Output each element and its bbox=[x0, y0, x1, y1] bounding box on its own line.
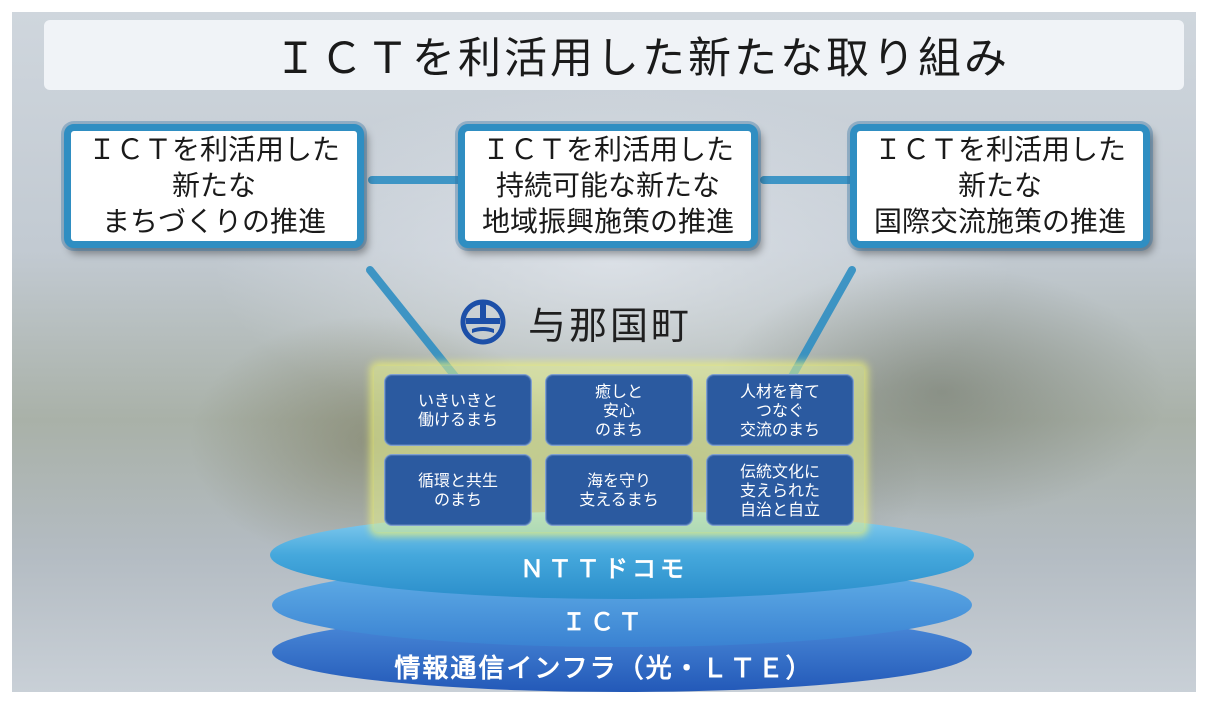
goal-text: 人材を育て つなぐ 交流のまち bbox=[739, 381, 820, 439]
strategy-line: 地域振興施策の推進 bbox=[481, 205, 734, 238]
layer-label-ntt-docomo: ＮＴＴドコモ bbox=[520, 555, 688, 583]
town-heading: 与那国町 bbox=[460, 292, 692, 352]
goal-cell: 人材を育て つなぐ 交流のまち bbox=[706, 374, 854, 446]
strategy-line: まちづくりの推進 bbox=[101, 205, 326, 238]
goal-cell: 循環と共生 のまち bbox=[384, 454, 532, 526]
goal-cell: 癒しと 安心 のまち bbox=[545, 374, 693, 446]
strategy-line: ＩＣＴを利活用した bbox=[87, 133, 340, 166]
strategy-box-international-exchange: ＩＣＴを利活用した 新たな 国際交流施策の推進 bbox=[850, 124, 1150, 248]
goal-cell: いきいきと 働けるまち bbox=[384, 374, 532, 446]
goals-grid: いきいきと 働けるまち 癒しと 安心 のまち 人材を育て つなぐ 交流のまち 循… bbox=[374, 366, 864, 532]
goal-text: 海を守り 支えるまち bbox=[579, 471, 659, 509]
goal-text: 伝統文化に 支えられた 自治と自立 bbox=[739, 461, 820, 519]
goal-text: 循環と共生 のまち bbox=[417, 471, 498, 509]
goal-text: 癒しと 安心 のまち bbox=[594, 381, 643, 439]
title-bar: ＩＣＴを利活用した新たな取り組み bbox=[44, 20, 1184, 90]
goal-text: いきいきと 働けるまち bbox=[417, 391, 498, 429]
layer-label-infrastructure: 情報通信インフラ（光・ＬＴＥ） bbox=[394, 654, 814, 684]
strategy-box-town-development: ＩＣＴを利活用した 新たな まちづくりの推進 bbox=[64, 124, 364, 248]
strategy-line: 新たな bbox=[957, 169, 1042, 202]
strategy-line: 新たな bbox=[171, 169, 256, 202]
strategy-line: 持続可能な新たな bbox=[495, 169, 720, 202]
strategy-line: 国際交流施策の推進 bbox=[873, 205, 1126, 238]
yonaguni-town-emblem-icon bbox=[460, 299, 506, 345]
goal-cell: 海を守り 支えるまち bbox=[545, 454, 693, 526]
page-title: ＩＣＴを利活用した新たな取り組み bbox=[274, 34, 1010, 84]
strategy-line: ＩＣＴを利活用した bbox=[481, 133, 734, 166]
goal-cell: 伝統文化に 支えられた 自治と自立 bbox=[706, 454, 854, 526]
strategy-box-regional-promotion: ＩＣＴを利活用した 持続可能な新たな 地域振興施策の推進 bbox=[458, 124, 758, 248]
layer-ntt-docomo bbox=[270, 511, 974, 599]
strategy-line: ＩＣＴを利活用した bbox=[873, 133, 1126, 166]
town-name: 与那国町 bbox=[528, 303, 693, 348]
layer-label-ict: ＩＣＴ bbox=[562, 608, 646, 636]
